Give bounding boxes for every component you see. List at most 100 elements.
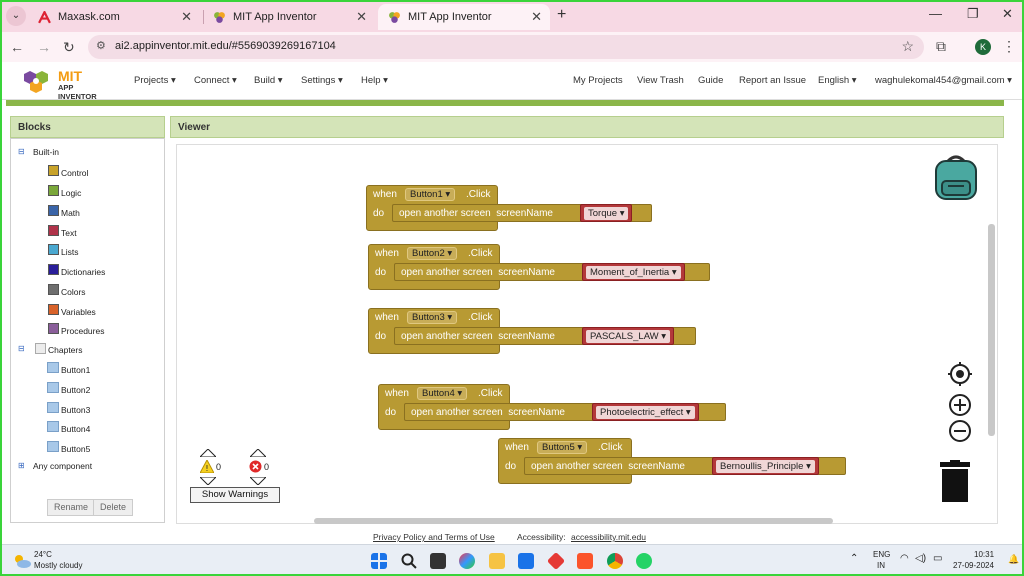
clock-time[interactable]: 10:31 [974,550,995,559]
volume-icon[interactable]: ◁) [915,553,927,564]
expand-icon[interactable]: ⊞ [18,461,25,470]
link-guide[interactable]: Guide [698,75,724,86]
tree-builtin[interactable]: Built-in [33,147,59,157]
chrome-icon[interactable] [607,553,623,569]
start-icon[interactable] [371,553,387,569]
menu-connect[interactable]: Connect ▾ [194,75,237,86]
tab-app-inventor-1[interactable]: MIT App Inventor ✕ [203,4,375,30]
category-control[interactable]: Control [61,168,89,178]
screen-name-dropdown[interactable]: Moment_of_Inertia ▾ [582,263,685,281]
category-colors[interactable]: Colors [61,287,86,297]
category-logic[interactable]: Logic [61,188,82,198]
app-icon[interactable] [546,551,566,571]
extensions-icon[interactable]: ⧉ [936,38,946,54]
privacy-link[interactable]: Privacy Policy and Terms of Use [373,532,495,542]
trash-icon[interactable] [940,460,970,502]
app-inventor-logo[interactable]: MIT APP INVENTOR [22,68,112,101]
component-dropdown[interactable]: Button1 ▾ [405,188,456,201]
category-dictionaries[interactable]: Dictionaries [61,267,106,277]
link-view-trash[interactable]: View Trash [637,75,684,86]
show-warnings-button[interactable]: Show Warnings [190,487,280,503]
screen-name-dropdown[interactable]: Photoelectric_effect ▾ [592,403,699,421]
component-dropdown[interactable]: Button4 ▾ [417,387,468,400]
category-variables[interactable]: Variables [61,307,96,317]
minimize-icon[interactable]: — [929,6,942,21]
task-view-icon[interactable] [430,553,446,569]
component-button5[interactable]: Button5 [61,444,91,454]
recenter-icon[interactable] [948,362,972,386]
tray-overflow-icon[interactable]: ⌃ [850,553,859,564]
zoom-out-icon[interactable] [948,419,972,443]
forward-icon[interactable]: → [37,39,51,55]
error-next-icon[interactable] [250,477,266,485]
url-input[interactable]: ⚙ ai2.appinventor.mit.edu/#5569039269167… [88,35,924,59]
category-math[interactable]: Math [61,208,80,218]
screen-name-dropdown[interactable]: Torque ▾ [580,204,633,222]
component-button1[interactable]: Button1 [61,365,91,375]
link-my-projects[interactable]: My Projects [573,75,623,86]
battery-icon[interactable]: ▭ [933,553,943,564]
copilot-icon[interactable] [459,553,475,569]
store-icon[interactable] [518,553,534,569]
tree-any-component[interactable]: Any component [33,461,93,471]
zoom-in-icon[interactable] [948,393,972,417]
component-button3[interactable]: Button3 [61,405,91,415]
link-report-issue[interactable]: Report an Issue [739,75,807,86]
close-icon[interactable]: ✕ [181,9,192,24]
language-indicator[interactable]: ENG [873,550,891,559]
language-region[interactable]: IN [877,561,885,570]
warning-next-icon[interactable] [200,477,216,485]
component-dropdown[interactable]: Button3 ▾ [407,311,458,324]
close-icon[interactable]: ✕ [531,9,542,24]
language-select[interactable]: English ▾ [818,75,857,86]
accessibility-link[interactable]: accessibility.mit.edu [571,532,646,542]
close-icon[interactable]: ✕ [356,9,367,24]
profile-avatar[interactable]: K [975,39,991,55]
whatsapp-icon[interactable] [636,553,652,569]
horizontal-scrollbar[interactable] [314,518,833,524]
category-lists[interactable]: Lists [61,247,79,257]
vertical-scrollbar[interactable] [988,224,995,436]
error-prev-icon[interactable] [250,449,266,457]
rename-button[interactable]: Rename [47,499,96,516]
category-procedures[interactable]: Procedures [61,326,105,336]
component-dropdown[interactable]: Button2 ▾ [407,247,458,260]
weather-cloud-icon[interactable] [12,553,32,569]
warning-prev-icon[interactable] [200,449,216,457]
notifications-icon[interactable]: 🔔 [1008,554,1020,564]
browser-menu-icon[interactable]: ⋮ [1002,38,1016,54]
tree-screen-chapters[interactable]: Chapters [48,345,83,355]
weather-temp[interactable]: 24°C [34,550,52,559]
wifi-icon[interactable]: ◠ [900,553,909,564]
new-tab-button[interactable]: + [557,6,567,23]
collapse-icon[interactable]: ⊟ [18,344,25,353]
component-button2[interactable]: Button2 [61,385,91,395]
file-explorer-icon[interactable] [489,553,505,569]
tab-app-inventor-2[interactable]: MIT App Inventor ✕ [378,4,550,30]
tab-search-button[interactable]: ⌄ [6,6,26,26]
account-menu[interactable]: waghulekomal454@gmail.com ▾ [875,75,1012,86]
site-settings-icon[interactable]: ⚙ [96,40,106,52]
tab-maxask[interactable]: Maxask.com ✕ [28,4,200,30]
brave-icon[interactable] [577,553,593,569]
component-button4[interactable]: Button4 [61,424,91,434]
delete-button[interactable]: Delete [93,499,134,516]
clock-date[interactable]: 27-09-2024 [953,561,994,570]
back-icon[interactable]: ← [10,39,24,55]
search-icon[interactable] [401,553,417,569]
reload-icon[interactable]: ↻ [63,39,75,55]
menu-help[interactable]: Help ▾ [361,75,388,86]
restore-icon[interactable]: ❐ [967,6,979,21]
screen-name-dropdown[interactable]: PASCALS_LAW ▾ [582,327,675,345]
weather-text[interactable]: Mostly cloudy [34,561,83,570]
screen-name-dropdown[interactable]: Bernoullis_Principle ▾ [712,457,819,475]
component-dropdown[interactable]: Button5 ▾ [537,441,588,454]
menu-projects[interactable]: Projects ▾ [134,75,176,86]
collapse-icon[interactable]: ⊟ [18,147,25,156]
backpack-icon[interactable] [930,153,982,203]
category-text[interactable]: Text [61,228,77,238]
close-window-icon[interactable]: ✕ [1002,6,1013,21]
menu-build[interactable]: Build ▾ [254,75,283,86]
menu-settings[interactable]: Settings ▾ [301,75,343,86]
bookmark-star-icon[interactable]: ☆ [901,38,914,54]
